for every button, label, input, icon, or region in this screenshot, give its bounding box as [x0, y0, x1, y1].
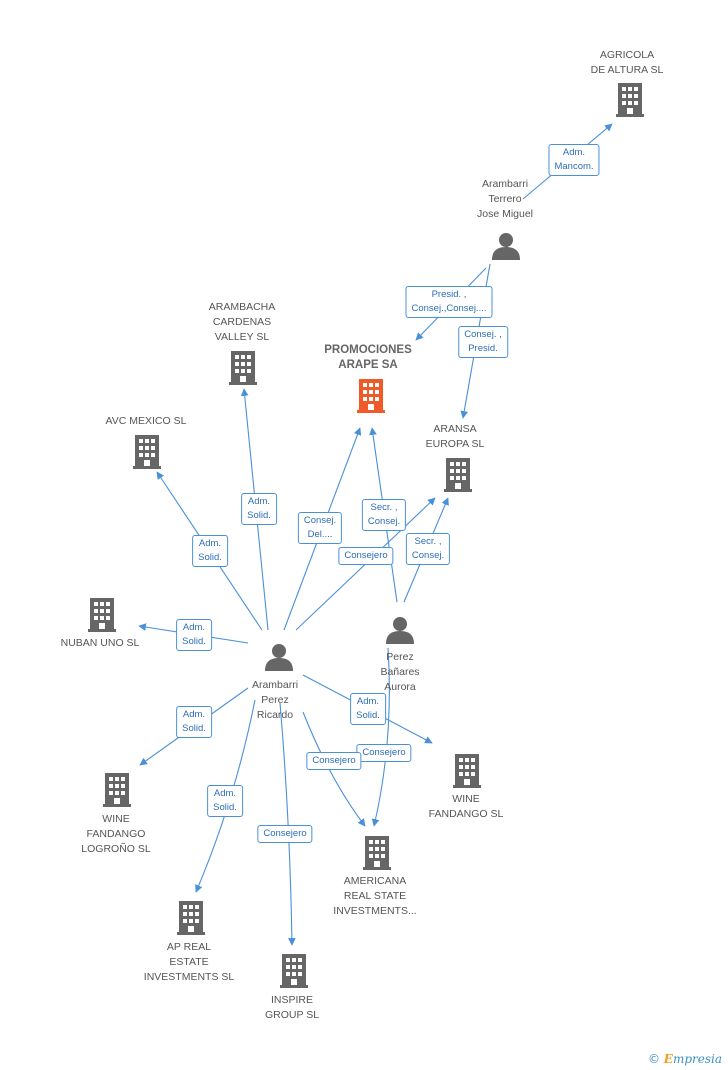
- company-label-avc[interactable]: AVC MEXICO SL: [105, 415, 187, 427]
- brand-initial: E: [663, 1052, 673, 1066]
- edge-role-label[interactable]: Adm.Solid.: [241, 493, 277, 525]
- building-icon[interactable]: [88, 598, 116, 632]
- edge-role-label[interactable]: Adm.Mancom.: [548, 144, 600, 176]
- building-icon[interactable]: [357, 379, 385, 413]
- building-icon[interactable]: [444, 458, 472, 492]
- edge-line: [279, 702, 296, 946]
- edge-role-label[interactable]: Secr. ,Consej.: [405, 533, 451, 565]
- company-label-nuban[interactable]: NUBAN UNO SL: [60, 637, 140, 649]
- edge-role-label[interactable]: Consej.Del....: [297, 512, 343, 544]
- edge-role-label[interactable]: Consejero: [356, 744, 412, 762]
- edge-role-label[interactable]: Presid. ,Consej.,Consej....: [405, 286, 493, 318]
- edge-role-label[interactable]: Secr. ,Consej.: [361, 499, 407, 531]
- edge-role-label[interactable]: Consejero: [338, 547, 394, 565]
- edge-role-label[interactable]: Consejero: [257, 825, 313, 843]
- nodes-layer: [88, 83, 644, 988]
- person-icon[interactable]: [386, 617, 414, 644]
- edge-role-label[interactable]: Adm.Solid.: [192, 535, 228, 567]
- brand-name: mpresia: [672, 1052, 722, 1066]
- edge-role-label[interactable]: Adm.Solid.: [207, 785, 243, 817]
- copyright-symbol: ©: [647, 1052, 660, 1066]
- edge-line: [371, 647, 390, 827]
- edge-role-label[interactable]: Adm.Solid.: [176, 619, 212, 651]
- building-icon[interactable]: [229, 351, 257, 385]
- building-icon[interactable]: [453, 754, 481, 788]
- edge-role-label[interactable]: Adm.Solid.: [176, 706, 212, 738]
- building-icon[interactable]: [133, 435, 161, 469]
- edge-role-label[interactable]: Consejero: [306, 752, 362, 770]
- building-icon[interactable]: [177, 901, 205, 935]
- edge-line: [302, 711, 366, 827]
- edge-role-label[interactable]: Adm.Solid.: [350, 693, 386, 725]
- building-icon[interactable]: [363, 836, 391, 870]
- person-icon[interactable]: [492, 233, 520, 260]
- building-icon[interactable]: [616, 83, 644, 117]
- empresia-watermark[interactable]: © Empresia: [648, 1052, 722, 1066]
- edge-role-label[interactable]: Consej. ,Presid.: [458, 326, 508, 358]
- building-icon[interactable]: [103, 773, 131, 807]
- person-icon[interactable]: [265, 644, 293, 671]
- building-icon[interactable]: [280, 954, 308, 988]
